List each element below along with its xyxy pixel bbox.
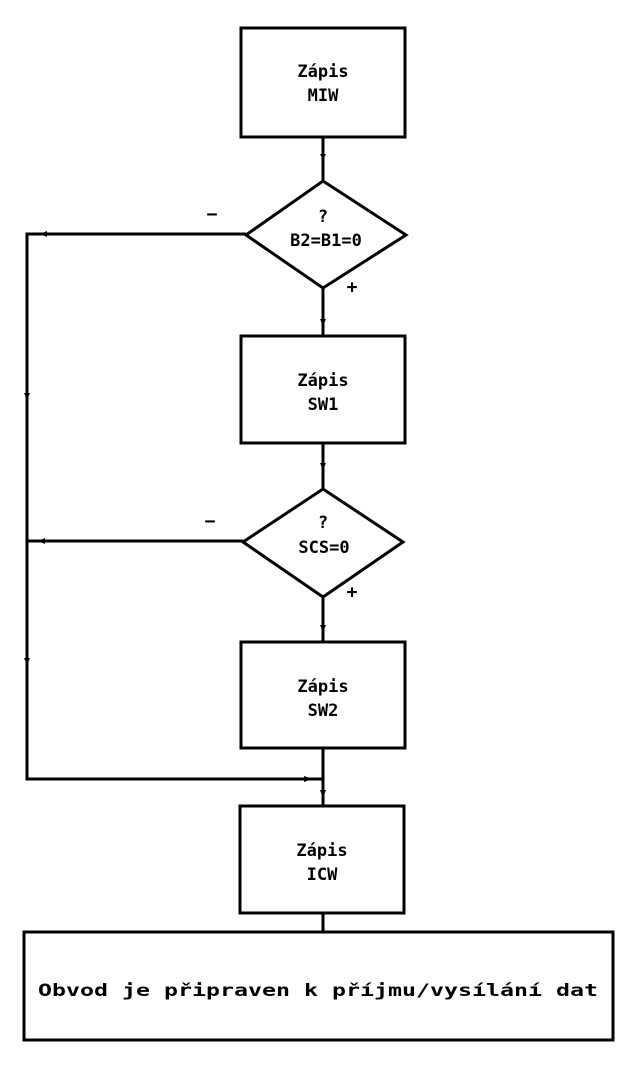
- process-miw-line2: MIW: [308, 86, 339, 106]
- process-miw: Zápis MIW: [239, 26, 407, 139]
- arrow-down-icon: [320, 154, 326, 160]
- arrow-down-icon: [24, 393, 30, 400]
- decision-scs-yes-label: +: [347, 582, 358, 603]
- edge-check1-no: [25, 232, 323, 781]
- process-sw2: Zápis SW2: [239, 640, 407, 750]
- arrow-right-icon: [304, 776, 312, 782]
- process-sw1-line2: SW1: [308, 395, 339, 415]
- decision-scs: ? SCS=0 − +: [205, 487, 406, 603]
- process-sw2-line2: SW2: [308, 701, 339, 721]
- decision-scs-no-label: −: [205, 511, 216, 532]
- process-icw-line2: ICW: [307, 865, 338, 885]
- connectors: [24, 137, 326, 932]
- process-sw1-line1: Zápis: [297, 371, 348, 391]
- process-miw-line1: Zápis: [297, 62, 348, 82]
- arrow-down-icon: [320, 625, 326, 632]
- decision-b2-b1: ? B2=B1=0 − +: [207, 179, 409, 298]
- arrow-down-icon: [320, 319, 326, 326]
- arrow-left-icon: [38, 538, 45, 544]
- decision-b2-b1-condition: B2=B1=0: [290, 231, 362, 251]
- process-sw1: Zápis SW1: [239, 334, 407, 445]
- arrow-down-icon: [24, 658, 30, 665]
- process-icw-line1: Zápis: [296, 841, 347, 861]
- arrow-down-icon: [320, 463, 326, 470]
- decision-b2-b1-question: ?: [318, 207, 328, 227]
- arrow-down-icon: [320, 790, 326, 798]
- process-sw2-line1: Zápis: [297, 677, 348, 697]
- decision-b2-b1-no-label: −: [207, 204, 218, 225]
- decision-scs-condition: SCS=0: [298, 538, 349, 558]
- decision-b2-b1-yes-label: +: [347, 277, 358, 298]
- terminal-ready-text: Obvod je připraven k příjmu/vysílání dat: [38, 981, 598, 1001]
- terminal-ready: Obvod je připraven k příjmu/vysílání dat: [22, 930, 615, 1042]
- decision-scs-question: ?: [318, 513, 328, 533]
- arrow-left-icon: [40, 231, 47, 237]
- process-icw: Zápis ICW: [238, 804, 406, 915]
